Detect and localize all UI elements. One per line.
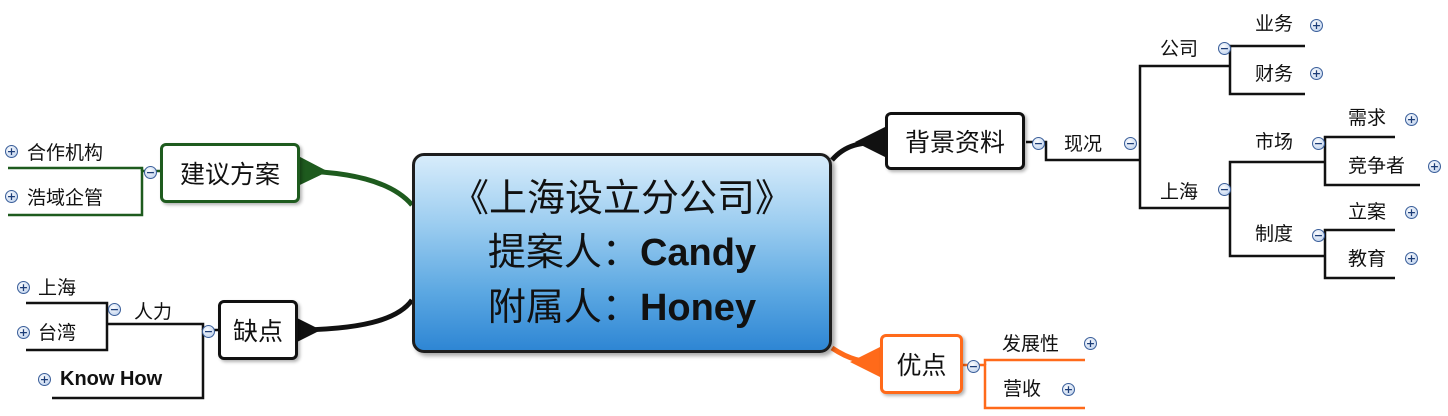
branch-advantage xyxy=(830,337,901,388)
plus-circle-icon[interactable]: + xyxy=(1310,67,1323,80)
subtopic-finance[interactable]: 财务 xyxy=(1255,63,1294,85)
subtopic-shanghai[interactable]: 上海 xyxy=(38,277,77,299)
central-title: 《上海设立分公司》 xyxy=(450,176,793,220)
subtopic-company[interactable]: 公司 xyxy=(1160,38,1199,60)
subtopic-market[interactable]: 市场 xyxy=(1255,131,1294,153)
plus-circle-icon[interactable]: + xyxy=(1405,252,1418,265)
proposer-label: 提案人： xyxy=(487,230,640,274)
minus-circle-icon[interactable]: − xyxy=(1124,137,1137,150)
plus-circle-icon[interactable]: + xyxy=(5,190,18,203)
subtopic-growth[interactable]: 发展性 xyxy=(1002,333,1060,355)
topic-weakness[interactable]: 缺点 xyxy=(218,300,298,360)
affiliate-name: Honey xyxy=(639,287,757,329)
affiliate-label: 附属人： xyxy=(487,285,640,329)
plus-circle-icon[interactable]: + xyxy=(17,281,30,294)
plus-circle-icon[interactable]: + xyxy=(1428,160,1441,173)
minus-circle-icon[interactable]: − xyxy=(1312,137,1325,150)
plus-circle-icon[interactable]: + xyxy=(1310,19,1323,32)
minus-circle-icon[interactable]: − xyxy=(202,325,215,338)
subtopic-partner-org[interactable]: 合作机构 xyxy=(27,142,104,164)
subtopic-status[interactable]: 现况 xyxy=(1064,133,1103,155)
branch-background xyxy=(830,116,906,167)
minus-circle-icon[interactable]: − xyxy=(108,303,121,316)
subtopic-demand[interactable]: 需求 xyxy=(1348,107,1387,129)
plus-circle-icon[interactable]: + xyxy=(5,145,18,158)
branch-weakness xyxy=(270,298,415,356)
minus-circle-icon[interactable]: − xyxy=(1218,42,1231,55)
topic-proposal[interactable]: 建议方案 xyxy=(160,143,300,203)
subtopic-registration[interactable]: 立案 xyxy=(1348,201,1387,223)
plus-circle-icon[interactable]: + xyxy=(1405,113,1418,126)
plus-circle-icon[interactable]: + xyxy=(1062,383,1075,396)
proposer-name: Candy xyxy=(639,232,757,274)
plus-circle-icon[interactable]: + xyxy=(1405,206,1418,219)
central-affiliate-line: 附属人：Honey xyxy=(488,280,756,335)
minus-circle-icon[interactable]: − xyxy=(1218,183,1231,196)
minus-circle-icon[interactable]: − xyxy=(144,166,157,179)
subtopic-knowhow[interactable]: Know How xyxy=(60,368,163,390)
subtopic-taiwan[interactable]: 台湾 xyxy=(38,322,77,344)
central-topic[interactable]: 《上海设立分公司》 提案人：Candy 附属人：Honey xyxy=(412,153,832,353)
central-proposer-line: 提案人：Candy xyxy=(488,225,756,280)
subtopic-revenue[interactable]: 营收 xyxy=(1003,378,1042,400)
subtopic-system[interactable]: 制度 xyxy=(1255,223,1294,245)
subtopic-manpower[interactable]: 人力 xyxy=(134,301,173,323)
plus-circle-icon[interactable]: + xyxy=(17,326,30,339)
minus-circle-icon[interactable]: − xyxy=(967,360,980,373)
subtopic-haoyu[interactable]: 浩域企管 xyxy=(27,187,104,209)
topic-background[interactable]: 背景资料 xyxy=(885,112,1025,170)
subtopic-competitors[interactable]: 竞争者 xyxy=(1348,155,1406,177)
branch-proposal xyxy=(277,145,414,207)
subtopic-education[interactable]: 教育 xyxy=(1348,248,1387,270)
plus-circle-icon[interactable]: + xyxy=(38,373,51,386)
subtopic-shanghai-branch[interactable]: 上海 xyxy=(1160,181,1199,203)
minus-circle-icon[interactable]: − xyxy=(1032,137,1045,150)
minus-circle-icon[interactable]: − xyxy=(1312,229,1325,242)
subtopic-business[interactable]: 业务 xyxy=(1255,13,1294,35)
topic-advantage[interactable]: 优点 xyxy=(880,334,963,394)
plus-circle-icon[interactable]: + xyxy=(1084,337,1097,350)
